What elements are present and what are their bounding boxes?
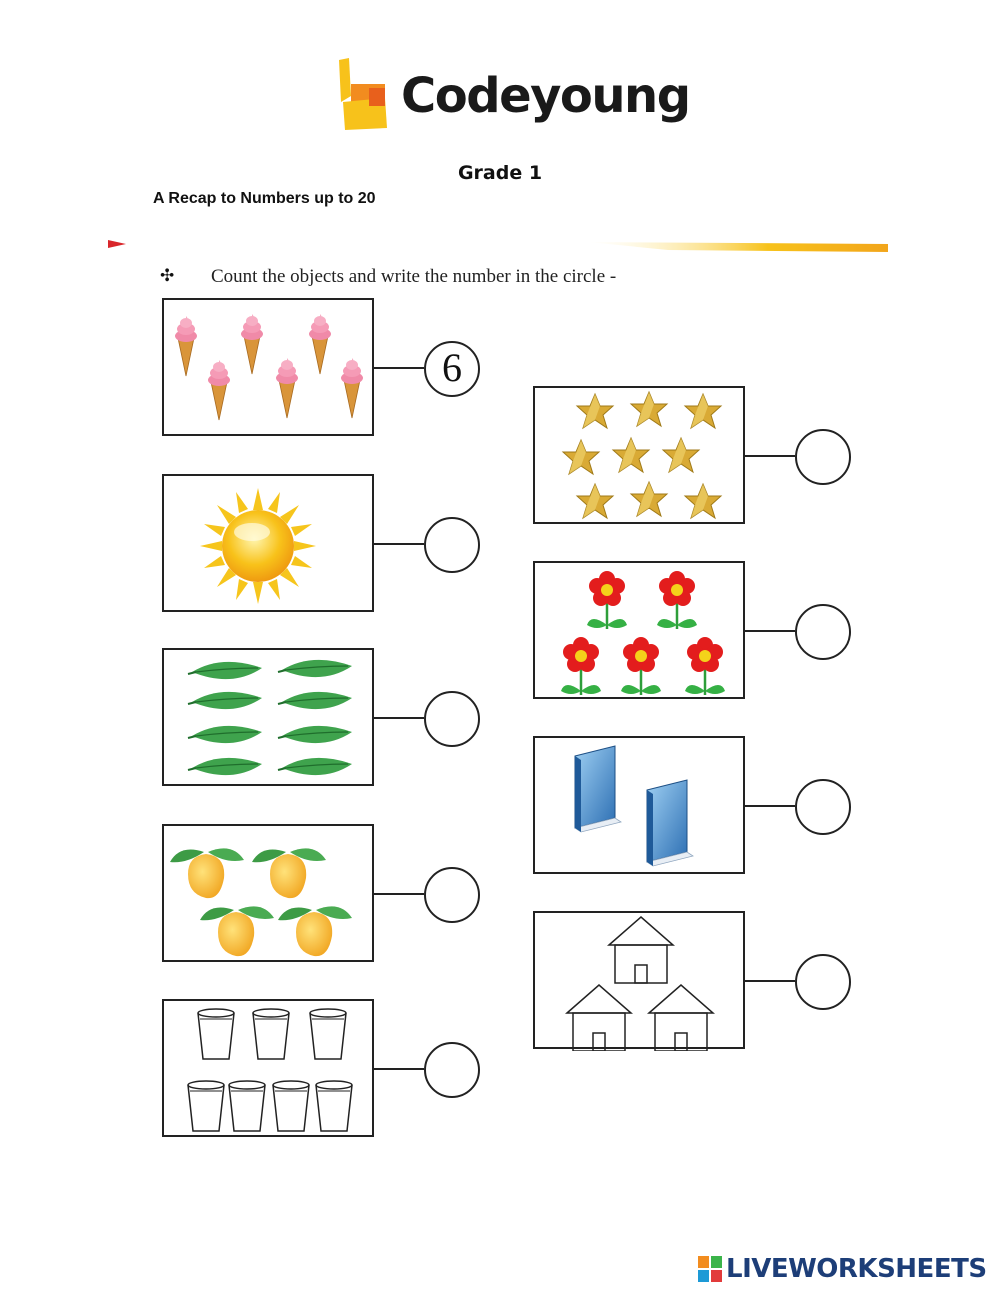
answer-connector [745,980,795,982]
four-arrows-bullet-icon: ✣ [160,266,175,285]
answer-connector [374,543,424,545]
answer-circle-flowers[interactable] [795,604,851,660]
answer-circle-stars[interactable] [795,429,851,485]
grade-title: Grade 1 [457,162,543,184]
answer-circle-sun[interactable] [424,517,480,573]
glass-icon [187,1008,353,1132]
liveworksheets-logo: LIVEWORKSHEETS [698,1254,998,1286]
answer-circle-mangoes[interactable] [424,867,480,923]
mango-icon [170,848,352,957]
liveworksheets-icon [698,1256,722,1282]
answer-circle-leaves[interactable] [424,691,480,747]
answer-connector [374,893,424,895]
star-icon [562,391,722,519]
exercise-card-glasses [162,999,374,1137]
answer-connector [374,1068,424,1070]
ice-cream-cone-icon [174,313,364,421]
answer-connector [745,630,795,632]
book-icon [574,745,694,867]
answer-circle-houses[interactable] [795,954,851,1010]
sun-icon [200,488,316,604]
codeyoung-logo-icon [339,58,387,130]
brand-name: Codeyoung [401,68,691,124]
exercise-card-mangoes [162,824,374,962]
answer-circle-ice-cream[interactable]: 6 [424,341,480,397]
answer-connector [745,805,795,807]
decorative-stripe [108,240,888,252]
instruction-text: Count the objects and write the number i… [211,266,617,287]
flower-icon [559,569,727,697]
exercise-card-flowers [533,561,745,699]
exercise-card-ice-cream [162,298,374,436]
exercise-card-houses [533,911,745,1051]
answer-connector [374,367,424,369]
answer-connector [374,717,424,719]
worksheet-subtitle: A Recap to Numbers up to 20 [153,190,376,207]
exercise-card-leaves [162,648,374,786]
answer-circle-glasses[interactable] [424,1042,480,1098]
leaf-icon [187,658,353,777]
answer-connector [745,455,795,457]
codeyoung-logo: Codeyoung [335,58,691,142]
footer-brand: LIVEWORKSHEETS [726,1254,987,1284]
exercise-card-stars [533,386,745,524]
house-icon [566,916,714,1051]
answer-circle-books[interactable] [795,779,851,835]
exercise-card-sun [162,474,374,612]
exercise-card-books [533,736,745,874]
